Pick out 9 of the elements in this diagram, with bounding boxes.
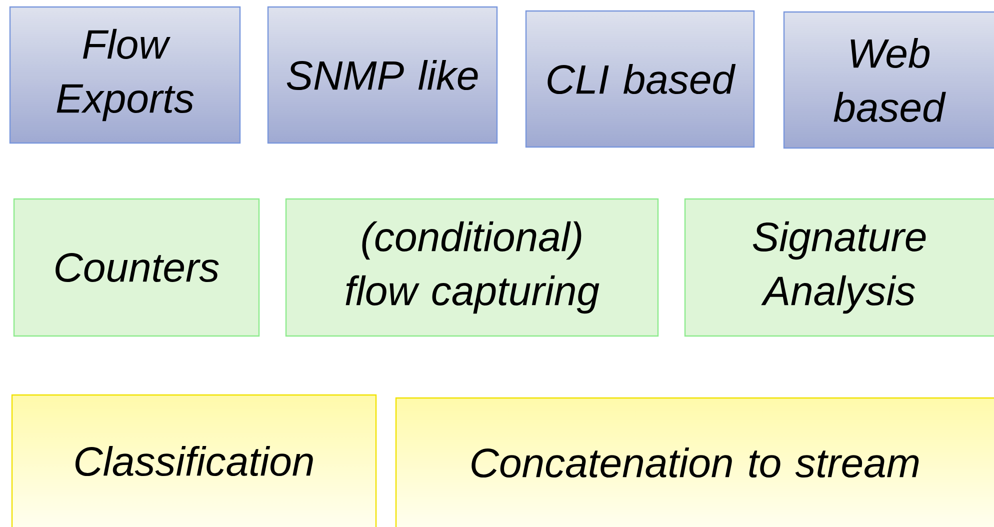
function-box: Signature Analysis xyxy=(684,198,994,337)
interface-box: SNMP like xyxy=(267,6,498,144)
interface-box: CLI based xyxy=(525,10,755,148)
layer-box: Concatenation to stream xyxy=(395,397,994,527)
function-box: (conditional) flow capturing xyxy=(285,198,659,337)
interface-box: Flow Exports xyxy=(9,6,241,144)
interface-box: Web based xyxy=(783,11,994,149)
layer-box: Classification xyxy=(11,394,377,527)
function-box: Counters xyxy=(13,198,260,337)
